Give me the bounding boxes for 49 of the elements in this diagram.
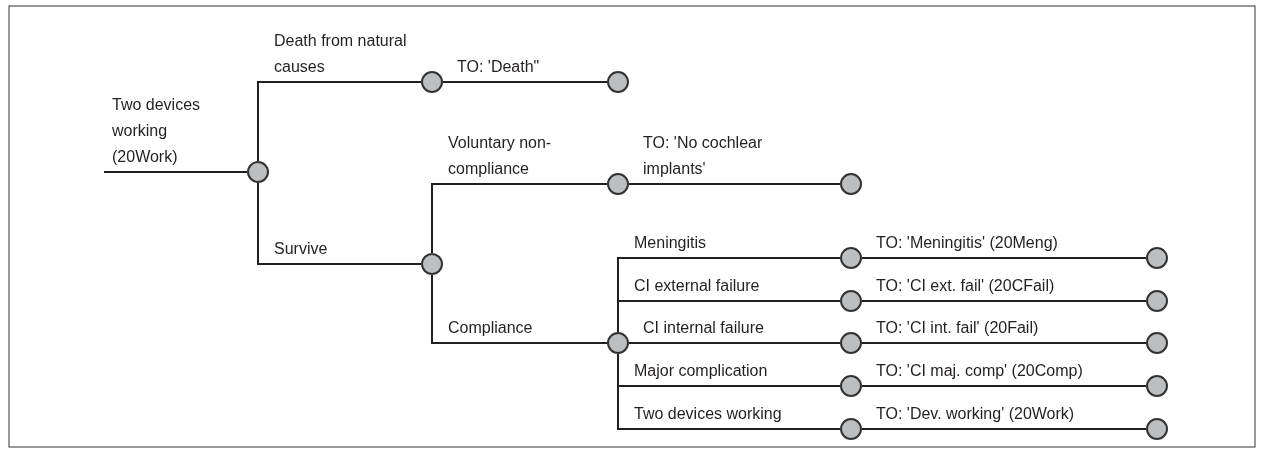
chance-node	[840, 290, 862, 312]
edge-label: Meningitis	[634, 233, 707, 253]
edge-label: Voluntary non-compliance	[448, 133, 553, 179]
edge-label: TO: 'Dev. working' (20Work)	[876, 404, 1075, 424]
branch-line	[861, 257, 1147, 259]
branch-line	[431, 274, 608, 344]
chance-node	[1146, 375, 1168, 397]
chance-node	[1146, 290, 1168, 312]
branch-line	[861, 342, 1147, 344]
branch-line	[431, 183, 608, 254]
branch-line	[861, 428, 1147, 430]
chance-node	[840, 418, 862, 440]
chance-node	[421, 71, 443, 93]
edge-label: CI internal failure	[643, 318, 764, 338]
edge-label: Compliance	[448, 318, 533, 338]
chance-node	[607, 173, 629, 195]
chance-node	[607, 71, 629, 93]
chance-node	[840, 332, 862, 354]
edge-label: TO: 'CI int. fail' (20Fail)	[876, 318, 1039, 338]
chance-node	[1146, 418, 1168, 440]
branch-line	[628, 183, 841, 185]
chance-node	[247, 161, 269, 183]
branch-line	[257, 182, 422, 265]
edge-label: CI external failure	[634, 276, 760, 296]
branch-line	[628, 342, 841, 344]
edge-label: Two devices working	[634, 404, 782, 424]
edge-label: Death from natural causes	[274, 31, 408, 77]
chance-node	[607, 332, 629, 354]
branch-line	[617, 353, 841, 430]
branch-line	[861, 385, 1147, 387]
chance-node	[1146, 247, 1168, 269]
branch-line	[257, 81, 422, 162]
branch-line	[617, 300, 841, 333]
edge-label: Survive	[274, 239, 328, 259]
edge-label: TO: 'CI ext. fail' (20CFail)	[876, 276, 1055, 296]
chance-node	[840, 247, 862, 269]
edge-label: Two devices working (20Work)	[112, 95, 202, 167]
edge-label: Major complication	[634, 361, 768, 381]
chance-node	[1146, 332, 1168, 354]
edge-label: TO: 'Meningitis' (20Meng)	[876, 233, 1058, 253]
edge-label: TO: 'No cochlear implants'	[643, 133, 764, 179]
chance-node	[840, 375, 862, 397]
branch-line	[861, 300, 1147, 302]
edge-label: TO: 'Death"	[457, 57, 540, 77]
branch-line	[442, 81, 608, 83]
branch-line	[103, 171, 248, 173]
chance-node	[840, 173, 862, 195]
edge-label: TO: 'CI maj. comp' (20Comp)	[876, 361, 1083, 381]
chance-node	[421, 253, 443, 275]
